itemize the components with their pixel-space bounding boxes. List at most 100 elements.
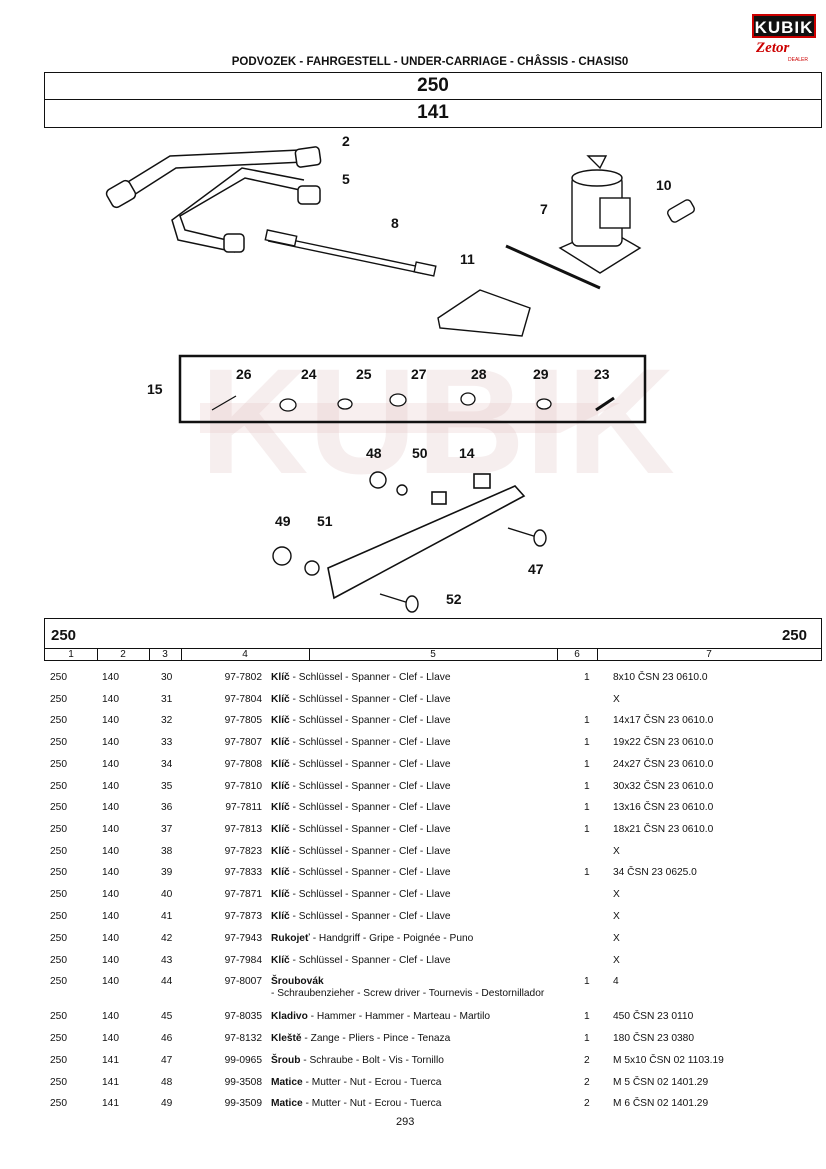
cell-group: 140 bbox=[102, 715, 119, 726]
cell-note: X bbox=[613, 889, 620, 900]
cell-group: 140 bbox=[102, 694, 119, 705]
cell-model: 250 bbox=[50, 889, 67, 900]
cell-description: Kleště - Zange - Pliers - Pince - Tenaza bbox=[271, 1033, 571, 1045]
cell-quantity: 1 bbox=[584, 715, 590, 726]
page-number: 293 bbox=[396, 1116, 415, 1128]
cell-group: 140 bbox=[102, 737, 119, 748]
part-translations: - Zange - Pliers - Pince - Tenaza bbox=[301, 1033, 451, 1044]
col-num-1: 1 bbox=[45, 649, 98, 660]
cell-model: 250 bbox=[50, 933, 67, 944]
part-8-bar bbox=[264, 229, 437, 277]
cell-quantity: 1 bbox=[584, 737, 590, 748]
cell-quantity: 1 bbox=[584, 1033, 590, 1044]
cell-model: 250 bbox=[50, 911, 67, 922]
column-numbers: 1 2 3 4 5 6 7 bbox=[44, 648, 822, 661]
cell-quantity: 1 bbox=[584, 976, 590, 987]
cell-position: 31 bbox=[161, 694, 173, 705]
col-num-7: 7 bbox=[706, 649, 712, 660]
cell-part-number: 97-7810 bbox=[224, 781, 262, 792]
part-name: Klíč bbox=[271, 694, 290, 705]
cell-group: 140 bbox=[102, 672, 119, 683]
callout-5: 5 bbox=[342, 171, 350, 187]
part-name: Kladivo bbox=[271, 1011, 308, 1022]
part-name: Klíč bbox=[271, 824, 290, 835]
cell-description: Klíč - Schlüssel - Spanner - Clef - Llav… bbox=[271, 911, 571, 923]
table-header-left: 250 bbox=[51, 627, 77, 644]
part-name: Matice bbox=[271, 1077, 303, 1088]
part-translations: - Schlüssel - Spanner - Clef - Llave bbox=[289, 672, 451, 683]
cell-group: 141 bbox=[102, 1077, 119, 1088]
cell-model: 250 bbox=[50, 715, 67, 726]
cell-description: Klíč - Schlüssel - Spanner - Clef - Llav… bbox=[271, 759, 571, 771]
part-name: Klíč bbox=[271, 802, 290, 813]
cell-description: Matice - Mutter - Nut - Ecrou - Tuerca bbox=[271, 1077, 571, 1089]
col-num-6: 6 bbox=[557, 649, 598, 660]
cell-note: M 6 ČSN 02 1401.29 bbox=[613, 1098, 709, 1109]
cell-part-number: 97-7873 bbox=[224, 911, 262, 922]
cell-group: 141 bbox=[102, 1055, 119, 1066]
part-translations: - Mutter - Nut - Ecrou - Tuerca bbox=[302, 1098, 442, 1109]
callout-27: 27 bbox=[411, 366, 427, 382]
cell-model: 250 bbox=[50, 1033, 67, 1044]
cell-description: Klíč - Schlüssel - Spanner - Clef - Llav… bbox=[271, 867, 571, 879]
part-translations: - Hammer - Hammer - Marteau - Martilo bbox=[307, 1011, 491, 1022]
cell-note: 30x32 ČSN 23 0610.0 bbox=[613, 781, 714, 792]
cell-position: 36 bbox=[161, 802, 173, 813]
cell-quantity: 1 bbox=[584, 824, 590, 835]
callout-23: 23 bbox=[594, 366, 610, 382]
part-name: Rukojeť bbox=[271, 933, 310, 944]
cell-part-number: 97-7943 bbox=[224, 933, 262, 944]
cell-position: 44 bbox=[161, 976, 173, 987]
cell-model: 250 bbox=[50, 672, 67, 683]
model-number: 250 bbox=[44, 72, 822, 100]
part-5-rod bbox=[171, 167, 321, 253]
cell-description: Klíč - Schlüssel - Spanner - Clef - Llav… bbox=[271, 737, 571, 749]
cell-part-number: 97-7811 bbox=[225, 802, 262, 813]
callout-14: 14 bbox=[459, 445, 475, 461]
part-name: Klíč bbox=[271, 715, 290, 726]
cell-part-number: 97-8132 bbox=[224, 1033, 262, 1044]
cell-position: 35 bbox=[161, 781, 173, 792]
part-name: Klíč bbox=[271, 737, 290, 748]
cell-group: 140 bbox=[102, 781, 119, 792]
cell-part-number: 97-7813 bbox=[224, 824, 262, 835]
cell-part-number: 97-7833 bbox=[224, 867, 262, 878]
cell-position: 34 bbox=[161, 759, 173, 770]
cell-quantity: 2 bbox=[584, 1077, 590, 1088]
cell-description: Klíč - Schlüssel - Spanner - Clef - Llav… bbox=[271, 846, 571, 858]
part-name: Klíč bbox=[271, 781, 290, 792]
cell-model: 250 bbox=[50, 1055, 67, 1066]
cell-position: 32 bbox=[161, 715, 173, 726]
part-14-bracket bbox=[327, 473, 526, 600]
cell-part-number: 97-7871 bbox=[224, 889, 262, 900]
cell-position: 45 bbox=[161, 1011, 173, 1022]
cell-description: Klíč - Schlüssel - Spanner - Clef - Llav… bbox=[271, 781, 571, 793]
cell-note: 34 ČSN 23 0625.0 bbox=[613, 867, 697, 878]
cell-quantity: 1 bbox=[584, 759, 590, 770]
cell-position: 38 bbox=[161, 846, 173, 857]
cell-model: 250 bbox=[50, 737, 67, 748]
cell-note: X bbox=[613, 911, 620, 922]
callout-50: 50 bbox=[412, 445, 428, 461]
cell-position: 39 bbox=[161, 867, 173, 878]
cell-model: 250 bbox=[50, 976, 67, 987]
cell-position: 41 bbox=[161, 911, 173, 922]
part-translations: - Handgriff - Gripe - Poignée - Puno bbox=[309, 933, 474, 944]
col-num-3: 3 bbox=[149, 649, 182, 660]
cell-part-number: 97-7802 bbox=[224, 672, 262, 683]
part-name: Klíč bbox=[271, 846, 290, 857]
callouts: 2 5 8 7 10 11 15 26 24 25 27 28 29 23 48… bbox=[147, 133, 672, 607]
cell-group: 140 bbox=[102, 889, 119, 900]
callout-48: 48 bbox=[366, 445, 382, 461]
page-title: PODVOZEK - FAHRGESTELL - UNDER-CARRIAGE … bbox=[231, 56, 629, 68]
cell-description: Klíč - Schlüssel - Spanner - Clef - Llav… bbox=[271, 955, 571, 967]
callout-51: 51 bbox=[317, 513, 333, 529]
cell-group: 140 bbox=[102, 824, 119, 835]
cell-part-number: 97-7804 bbox=[224, 694, 262, 705]
cell-group: 140 bbox=[102, 1033, 119, 1044]
part-translations: - Schraubenzieher - Screw driver - Tourn… bbox=[271, 988, 545, 999]
kubik-zetor-logo: KUBIK Zetor DEALER bbox=[752, 14, 816, 68]
callout-10: 10 bbox=[656, 177, 672, 193]
callout-7: 7 bbox=[540, 201, 548, 217]
cell-group: 140 bbox=[102, 976, 119, 987]
